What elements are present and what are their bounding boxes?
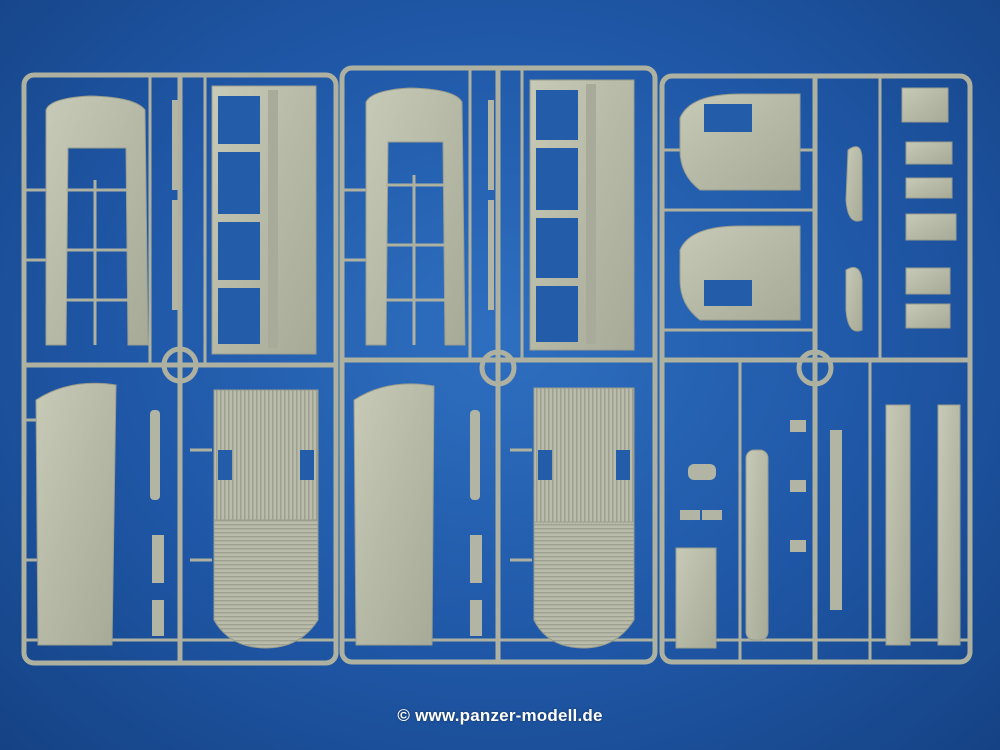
small-parts-left xyxy=(150,100,178,636)
watermark-text: ©www.panzer-modell.de xyxy=(0,706,1000,726)
chassis-frame-part-2 xyxy=(529,79,635,351)
dashboard-part xyxy=(679,93,801,321)
small-boxes-right xyxy=(845,87,957,332)
roof-panel-part-2 xyxy=(353,383,435,646)
sprue-frame-middle xyxy=(339,65,658,665)
roof-panel-part xyxy=(35,382,117,646)
side-panel-part xyxy=(45,95,149,346)
side-panel-part-2 xyxy=(365,87,466,346)
copyright-symbol: © xyxy=(397,706,411,725)
long-rails-right xyxy=(675,404,961,649)
chassis-frame-part xyxy=(211,85,317,355)
watermark-url: www.panzer-modell.de xyxy=(415,706,603,725)
floor-panel-part-2 xyxy=(533,387,635,649)
floor-panel-part xyxy=(213,389,319,649)
small-parts-middle xyxy=(470,100,494,636)
small-parts-right xyxy=(680,420,842,610)
